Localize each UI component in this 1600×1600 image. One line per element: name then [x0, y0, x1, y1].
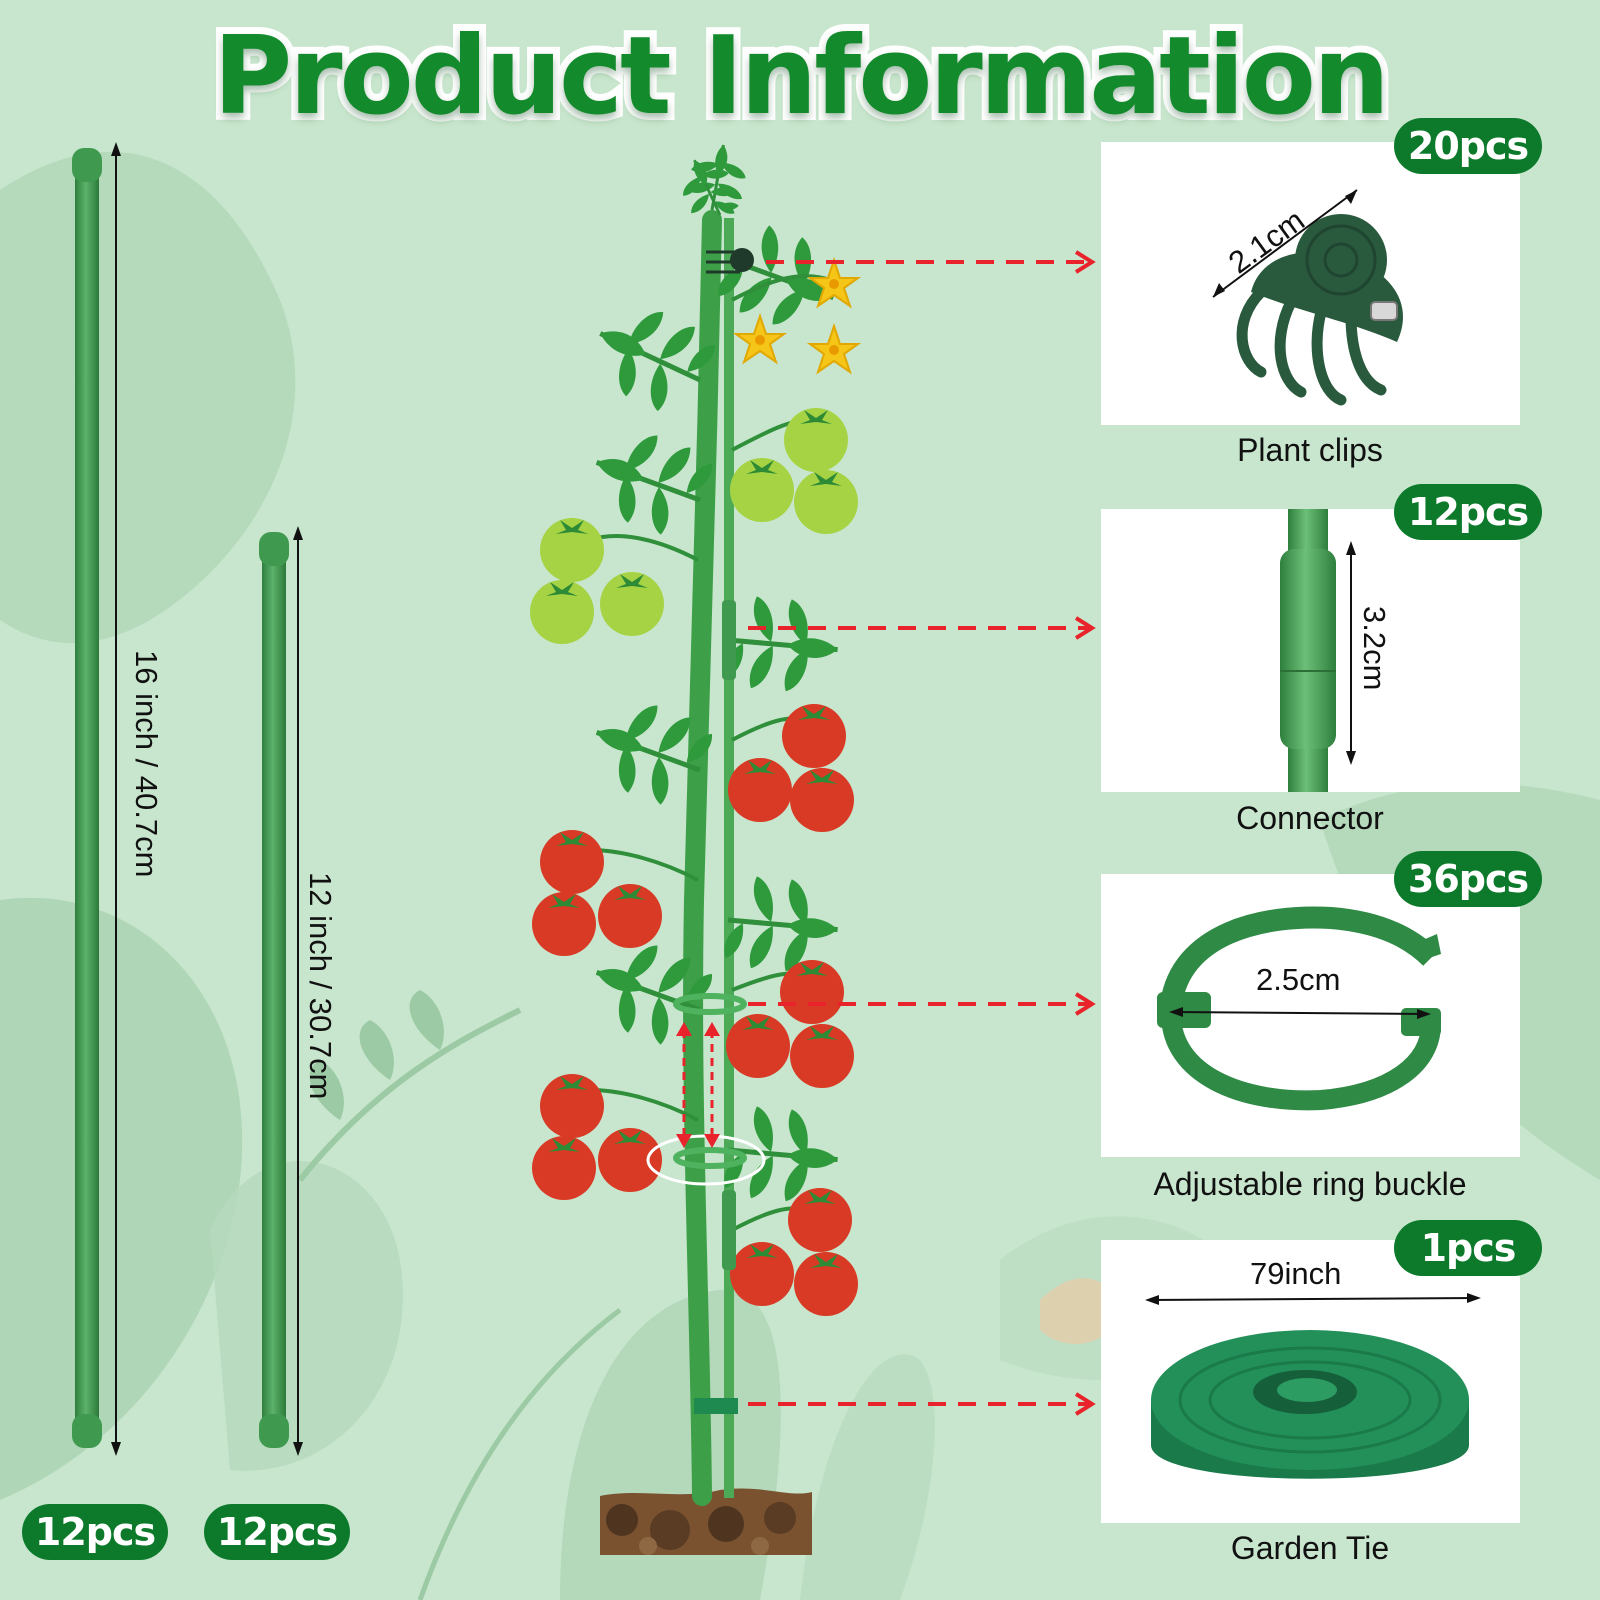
stake-long-quantity-badge: 12pcs: [22, 1504, 168, 1560]
garden-tie-on-stake: [694, 1398, 738, 1414]
page-title: Product Information: [206, 7, 1397, 146]
connector-quantity-badge: 12pcs: [1394, 484, 1542, 540]
support-stake: [724, 218, 734, 1498]
clip-on-plant: [706, 248, 754, 274]
garden-tie-quantity-badge: 1pcs: [1394, 1220, 1542, 1276]
tomato-plant-illustration: [530, 138, 1096, 1555]
ring-buckle-quantity-badge: 36pcs: [1394, 851, 1542, 907]
plant-clips-caption: Plant clips: [1237, 432, 1383, 468]
garden-tie-caption: Garden Tie: [1230, 1530, 1390, 1566]
plant-clip-image: [1212, 189, 1403, 406]
adjust-distance-arrows: [682, 1030, 714, 1140]
plant-clips-quantity-badge: 20pcs: [1394, 118, 1542, 174]
stakes-illustration: [72, 142, 303, 1456]
ring-buckle-caption: Adjustable ring buckle: [1153, 1166, 1467, 1202]
stake-long: [72, 148, 102, 1448]
connector-dimension: 3.2cm: [1357, 606, 1392, 691]
garden-tie-dimension: 79inch: [1250, 1256, 1342, 1291]
connector-on-stake: [722, 600, 736, 680]
stake-short: [259, 532, 289, 1448]
soil: [600, 1488, 812, 1555]
callout-arrows: [748, 260, 1090, 1406]
garden-tie-image: [1145, 1293, 1481, 1479]
ring-buckle-image: [1157, 906, 1441, 1111]
connector-on-stake-lower: [722, 1190, 736, 1270]
ring-buckle-panel: [1101, 874, 1520, 1157]
stake-short-dimension-arrow: [293, 526, 303, 1456]
plant-stem: [683, 210, 722, 1506]
connector-image: [1280, 509, 1356, 792]
ring-buckle-dimension: 2.5cm: [1256, 962, 1341, 997]
garden-tie-panel: [1101, 1240, 1520, 1523]
connector-panel: [1101, 509, 1520, 792]
plant-clips-panel: [1101, 142, 1520, 425]
stake-short-quantity-badge: 12pcs: [204, 1504, 350, 1560]
stake-long-dimension-arrow: [111, 142, 121, 1456]
connector-caption: Connector: [1236, 800, 1384, 836]
